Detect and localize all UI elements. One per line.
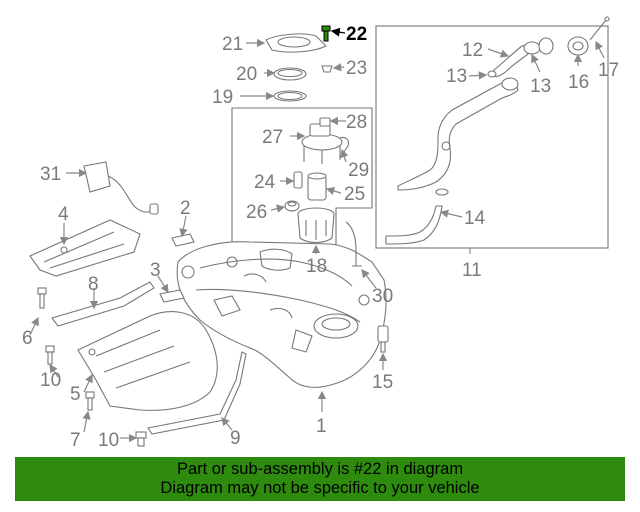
heat-shield-upper [29, 219, 141, 277]
filler-neck-box [375, 25, 609, 249]
label-16: 16 [568, 72, 589, 93]
heat-shield-lower [77, 311, 218, 411]
label-21: 21 [222, 34, 243, 55]
pump-part-26 [284, 200, 300, 212]
label-10b: 10 [98, 430, 119, 451]
label-24: 24 [254, 172, 276, 193]
vapor-canister [83, 161, 159, 215]
tether-end [604, 16, 610, 22]
label-27: 27 [262, 127, 283, 148]
label-9: 9 [230, 428, 241, 449]
part-22-bolt [321, 25, 331, 42]
parts-diagram: 1 2 3 4 5 6 7 8 9 10 10 11 12 13 13 14 1… [22, 16, 619, 451]
label-13b: 13 [530, 76, 551, 97]
label-2: 2 [180, 198, 191, 219]
bolt-10a [45, 345, 55, 365]
label-25: 25 [344, 184, 365, 205]
fuel-tank-strap-front [51, 281, 155, 327]
hose-clamp-13a [487, 70, 497, 78]
pump-part-24 [293, 171, 303, 189]
fuel-cap [567, 36, 589, 56]
part-15-valve [377, 325, 389, 353]
label-14: 14 [464, 208, 486, 229]
bolt-10b [135, 431, 147, 447]
label-19: 19 [212, 87, 233, 108]
label-22: 22 [346, 24, 367, 45]
label-28: 28 [346, 112, 367, 133]
pump-part-29 [339, 136, 350, 153]
lock-ring [273, 67, 307, 81]
label-1: 1 [316, 416, 327, 437]
label-12: 12 [462, 40, 483, 61]
fuel-pump-module [297, 207, 335, 244]
label-18: 18 [306, 256, 327, 277]
label-23: 23 [346, 58, 367, 79]
label-6: 6 [22, 328, 33, 349]
label-8: 8 [88, 274, 99, 295]
label-5: 5 [70, 384, 81, 405]
label-11: 11 [462, 260, 482, 281]
banner-line-part: Part or sub-assembly is #22 in diagram [176, 460, 464, 478]
label-30: 30 [372, 286, 393, 307]
label-10a: 10 [40, 370, 61, 391]
fuel-tank [176, 241, 387, 388]
label-20: 20 [236, 64, 257, 85]
label-7: 7 [70, 430, 81, 451]
label-29: 29 [348, 160, 369, 181]
hose-clamp-13b [523, 37, 554, 55]
fuel-filter [307, 172, 327, 201]
part-23-nut [321, 65, 333, 73]
part-labels: 1 2 3 4 5 6 7 8 9 10 10 11 12 13 13 14 1… [22, 24, 619, 451]
fuel-tank-strap-rear [147, 351, 247, 435]
label-17: 17 [598, 60, 619, 81]
label-15: 15 [372, 372, 393, 393]
access-cover-plate [265, 33, 327, 53]
label-3: 3 [150, 260, 161, 281]
label-4: 4 [58, 204, 69, 225]
cap-tether [589, 19, 607, 41]
pump-part-28 [319, 117, 331, 127]
bolt-6 [37, 287, 47, 309]
label-31: 31 [40, 164, 61, 185]
part-2-pad [171, 233, 195, 247]
lower-filler-hose [385, 205, 443, 245]
filler-neck [397, 77, 519, 196]
bolt-7 [85, 391, 95, 411]
part-30-sensor [345, 221, 362, 267]
part-3-pad [159, 289, 185, 303]
gasket [273, 90, 307, 102]
part-info-banner: Part or sub-assembly is #22 in diagram D… [15, 457, 625, 501]
label-13a: 13 [446, 66, 467, 87]
leader-lines [29, 27, 605, 443]
fuel-sender-unit [301, 123, 343, 164]
banner-line-disclaimer: Diagram may not be specific to your vehi… [160, 479, 480, 497]
label-26: 26 [246, 202, 267, 223]
